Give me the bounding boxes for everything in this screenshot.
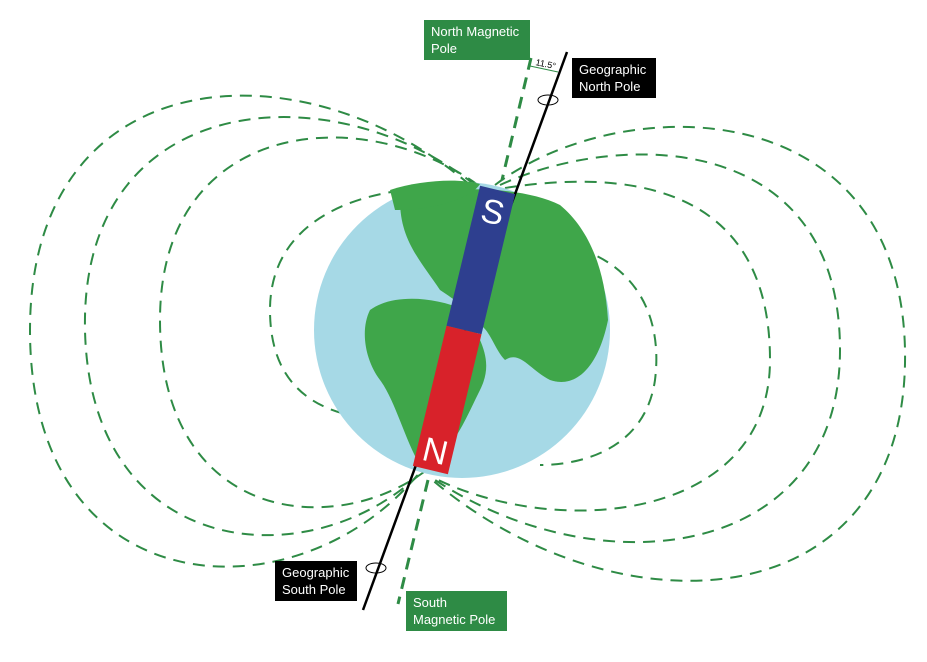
magnetic-axis-top	[500, 57, 533, 181]
field-line-left-1	[28, 94, 471, 568]
continent-arctic	[390, 180, 480, 210]
rotation-arrow-south-icon	[365, 562, 387, 574]
north-magnetic-pole-label: North Magnetic Pole	[424, 20, 530, 60]
magnet-north-half	[412, 325, 482, 475]
rotation-arrow-north-icon	[537, 94, 559, 106]
continent-europe-asia	[400, 189, 608, 382]
geographic-south-pole-label: Geographic South Pole	[275, 561, 357, 601]
south-magnetic-pole-label: South Magnetic Pole	[406, 591, 507, 631]
field-line-right-4	[519, 239, 658, 466]
field-line-right-2	[431, 153, 842, 544]
magnetic-axis-bottom	[396, 479, 430, 605]
bar-magnet: S N	[412, 185, 516, 475]
geographic-north-pole-label: Geographic North Pole	[572, 58, 656, 98]
field-lines	[28, 94, 907, 582]
tilt-angle-label: 11.5°	[535, 57, 557, 71]
angle-arc	[529, 65, 559, 73]
magnet-south-half	[446, 185, 516, 335]
field-line-left-2	[83, 116, 476, 537]
